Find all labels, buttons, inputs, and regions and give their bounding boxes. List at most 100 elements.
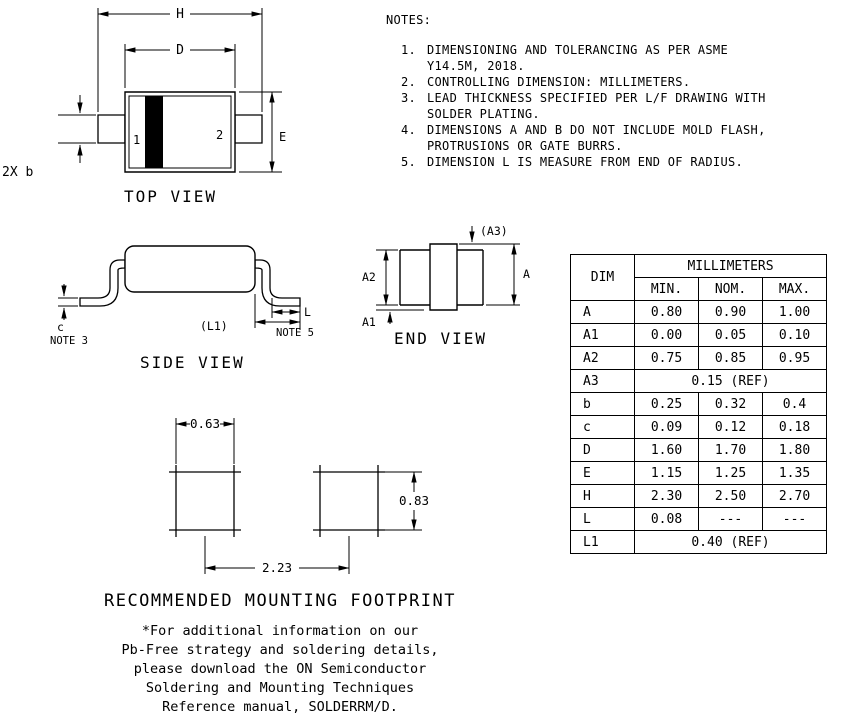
- top-view-drawing: 1 2 H D E 2: [2, 7, 286, 206]
- dim-value-cell: 1.70: [698, 438, 763, 462]
- note-text: DIMENSION L IS MEASURE FROM END OF RADIU…: [427, 155, 744, 169]
- dim-value-cell: 0.10: [762, 323, 827, 347]
- dim-value-cell: 0.25: [634, 392, 699, 416]
- footer-line: Reference manual, SOLDERRM/D.: [162, 699, 398, 715]
- c-dimension: [58, 284, 78, 320]
- a-dim-label: A: [523, 267, 530, 281]
- millimeters-header: MILLIMETERS: [634, 254, 827, 278]
- dim-ref-cell: 0.40 (REF): [634, 530, 827, 554]
- note-item: 3. LEAD THICKNESS SPECIFIED PER L/F DRAW…: [386, 90, 782, 122]
- dim-value-cell: 0.95: [762, 346, 827, 370]
- dim-value-cell: 0.09: [634, 415, 699, 439]
- note-text: DIMENSIONS A AND B DO NOT INCLUDE MOLD F…: [427, 123, 766, 153]
- note-number: 3.: [401, 91, 417, 105]
- dim-value-cell: ---: [698, 507, 763, 531]
- max-column-header: MAX.: [762, 277, 827, 301]
- e-dim-label: E: [279, 130, 286, 144]
- table-header-row: DIM MILLIMETERS: [570, 254, 827, 301]
- e-dimension: [239, 91, 282, 173]
- note-text: LEAD THICKNESS SPECIFIED PER L/F DRAWING…: [427, 91, 766, 121]
- l-dimensions: [254, 294, 301, 330]
- note-item: 4. DIMENSIONS A AND B DO NOT INCLUDE MOL…: [386, 122, 782, 154]
- dim-name-cell: A2: [570, 346, 635, 370]
- footprint-drawing: 0.63 0.83 2.23 RECOMMENDED MOUNTING FOOT…: [104, 416, 455, 611]
- a-dimension: [486, 243, 520, 306]
- table-subheader-row: MIN. NOM. MAX.: [571, 277, 827, 301]
- d-dim-label: D: [176, 43, 184, 58]
- b-dimension: [58, 95, 96, 163]
- dim-value-cell: 2.50: [698, 484, 763, 508]
- body-profile: [125, 246, 255, 292]
- note3-ref: NOTE 3: [50, 335, 88, 347]
- a3-dimension: [459, 226, 520, 244]
- d-dimension: [124, 44, 236, 88]
- note-item: 2. CONTROLLING DIMENSION: MILLIMETERS.: [386, 74, 782, 90]
- footer-line: Soldering and Mounting Techniques: [145, 680, 415, 696]
- dim-column-header: DIM: [570, 254, 635, 301]
- pad-height-label: 0.83: [399, 493, 429, 508]
- dim-value-cell: 1.35: [762, 461, 827, 485]
- side-view-drawing: c NOTE 3 (L1) L NOTE 5 SIDE VIEW: [50, 238, 314, 372]
- notes-block: NOTES: 1. DIMENSIONING AND TOLERANCING A…: [386, 12, 782, 170]
- a2-dim-label: A2: [362, 270, 376, 284]
- cathode-band: [145, 96, 163, 168]
- h-dim-label: H: [176, 7, 184, 22]
- footer-line: please download the ON Semiconductor: [133, 661, 427, 677]
- min-column-header: MIN.: [634, 277, 699, 301]
- footer-line: *For additional information on our: [141, 623, 419, 639]
- notes-title: NOTES:: [386, 13, 432, 27]
- dim-value-cell: ---: [762, 507, 827, 531]
- note-number: 1.: [401, 43, 417, 57]
- dim-value-cell: 1.25: [698, 461, 763, 485]
- dim-value-cell: 0.85: [698, 346, 763, 370]
- pad-right: [313, 465, 385, 537]
- c-dim-label: c: [57, 320, 64, 334]
- top-view-title: TOP VIEW: [124, 187, 217, 206]
- a2-dimension: [376, 249, 398, 306]
- dim-value-cell: 1.80: [762, 438, 827, 462]
- dim-name-cell: D: [570, 438, 635, 462]
- pad-height-dimension: [381, 471, 422, 531]
- note-item: 1. DIMENSIONING AND TOLERANCING AS PER A…: [386, 42, 782, 74]
- pin1-label: 1: [133, 133, 140, 147]
- pad-pitch-label: 2.23: [262, 560, 292, 575]
- note-number: 4.: [401, 123, 417, 137]
- dim-value-cell: 0.75: [634, 346, 699, 370]
- a3-dim-label: (A3): [480, 224, 508, 238]
- lead-left-profile: [80, 260, 125, 306]
- pin2-label: 2: [216, 128, 223, 142]
- nom-column-header: NOM.: [698, 277, 763, 301]
- note-item: 5. DIMENSION L IS MEASURE FROM END OF RA…: [386, 154, 782, 170]
- dim-value-cell: 0.80: [634, 300, 699, 324]
- dim-value-cell: 0.00: [634, 323, 699, 347]
- dim-name-cell: L1: [570, 530, 635, 554]
- note-text: DIMENSIONING AND TOLERANCING AS PER ASME…: [427, 43, 728, 73]
- note-number: 2.: [401, 75, 417, 89]
- lead-left: [98, 115, 125, 143]
- dim-value-cell: 0.18: [762, 415, 827, 439]
- dim-value-cell: 1.15: [634, 461, 699, 485]
- dim-value-cell: 0.32: [698, 392, 763, 416]
- dim-value-cell: 0.08: [634, 507, 699, 531]
- dim-value-cell: 2.70: [762, 484, 827, 508]
- note-text: CONTROLLING DIMENSION: MILLIMETERS.: [427, 75, 691, 89]
- pad-width-dimension: [175, 418, 235, 464]
- footer-note: *For additional information on our Pb-Fr…: [95, 622, 465, 717]
- footer-line: Pb-Free strategy and soldering details,: [121, 642, 439, 658]
- end-body-outline: [400, 244, 483, 310]
- dim-value-cell: 1.60: [634, 438, 699, 462]
- end-view-drawing: (A3) A2 A1 A END VIEW: [362, 224, 530, 348]
- dim-value-cell: 2.30: [634, 484, 699, 508]
- dim-value-cell: 0.12: [698, 415, 763, 439]
- lead-right-profile: [255, 260, 300, 306]
